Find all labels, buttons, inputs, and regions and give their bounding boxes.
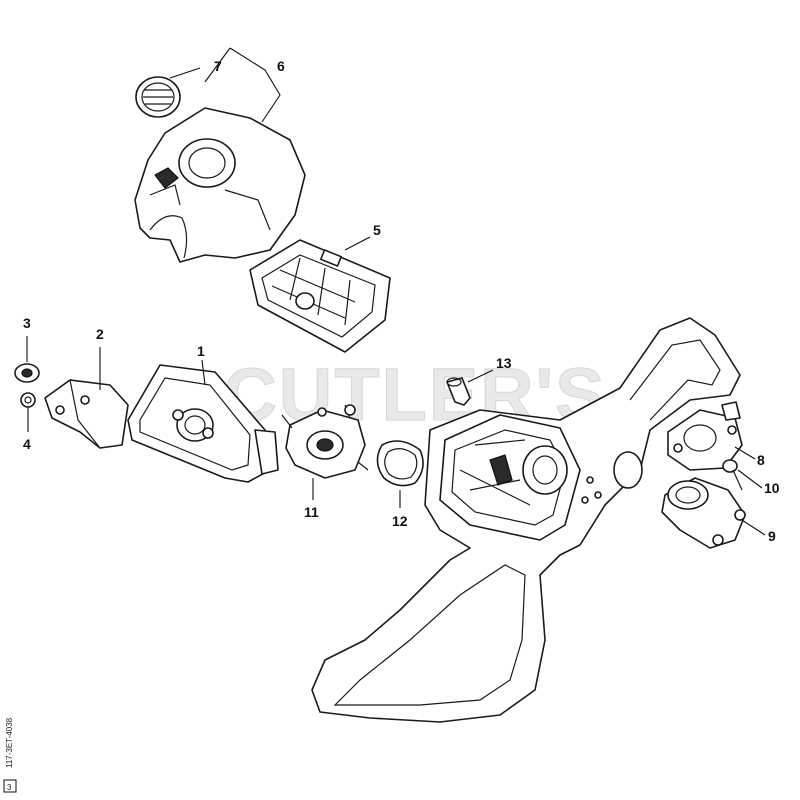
callout-10: 10 (764, 480, 780, 496)
part-11-carburetor[interactable] (281, 404, 369, 479)
callout-1: 1 (197, 343, 205, 359)
drawing-code: 117-3ET-4038 (5, 717, 14, 768)
callout-12: 12 (392, 513, 408, 529)
callout-13: 13 (496, 355, 512, 371)
callout-8: 8 (757, 452, 765, 468)
callout-3: 3 (23, 315, 31, 331)
part-4-grommet[interactable] (20, 392, 36, 408)
part-7-filler-cap[interactable] (135, 76, 181, 118)
part-1-carburetor-box[interactable] (127, 364, 279, 483)
part-2-baffle[interactable] (44, 379, 129, 449)
part-6-shroud[interactable] (134, 107, 306, 263)
callout-4: 4 (23, 436, 31, 452)
callout-7: 7 (214, 58, 222, 74)
part-3-nut[interactable] (14, 363, 40, 383)
part-9-intake-manifold[interactable] (661, 477, 746, 549)
callout-6: 6 (277, 58, 285, 74)
corner-badge-box (3, 779, 17, 793)
callouts: 7 6 5 3 2 1 13 4 8 10 11 12 9 (23, 58, 780, 544)
part-12-gasket[interactable] (376, 440, 424, 487)
part-13-plug[interactable] (446, 377, 471, 406)
callout-9: 9 (768, 528, 776, 544)
part-8-manifold-flange[interactable] (667, 401, 743, 471)
callout-2: 2 (96, 326, 104, 342)
part-5-air-filter[interactable] (249, 239, 391, 353)
corner-badge: 3 (7, 783, 12, 792)
leader-lines (26, 47, 766, 536)
main-housing-handle[interactable] (311, 317, 741, 723)
callout-11: 11 (304, 504, 319, 520)
callout-5: 5 (373, 222, 381, 238)
part-10-screw[interactable] (722, 459, 743, 491)
